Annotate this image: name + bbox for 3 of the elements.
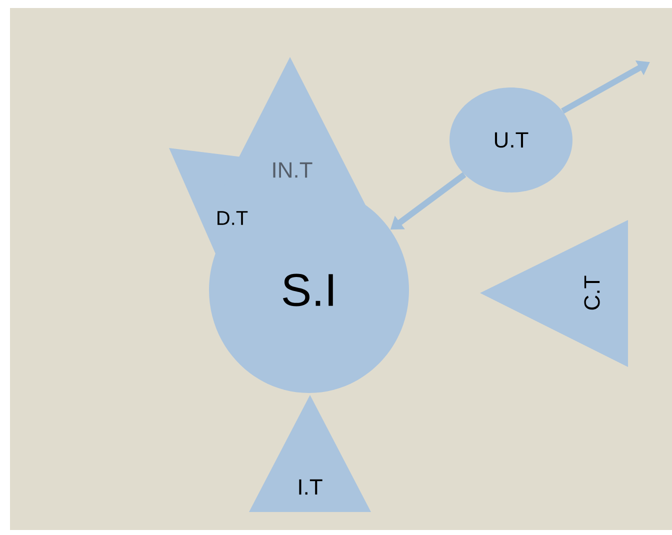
node-label: D.T	[218, 211, 248, 225]
node-label: IN.T	[273, 162, 312, 178]
node-label: S.I	[282, 274, 333, 306]
